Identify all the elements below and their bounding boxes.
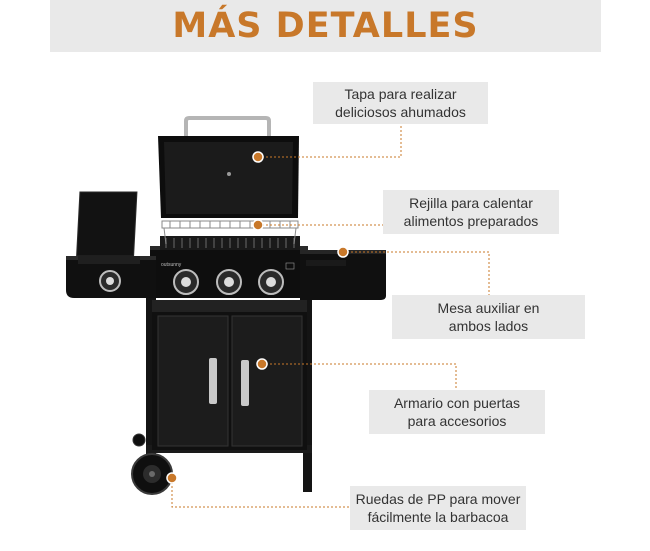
page-title: MÁS DETALLES xyxy=(172,6,479,46)
thermometer-icon xyxy=(227,172,231,176)
title-banner: MÁS DETALLES xyxy=(50,0,601,52)
feature-label-line: ambos lados xyxy=(448,318,529,334)
feature-label-line: Ruedas de PP para mover xyxy=(355,491,521,507)
ce-mark-icon xyxy=(285,262,295,270)
feature-label-side-table: Mesa auxiliar en ambos lados xyxy=(392,295,585,339)
feature-label-line: Tapa para realizar xyxy=(344,86,457,102)
grill-lid xyxy=(158,116,299,218)
cabinet xyxy=(152,300,307,450)
feature-label-line: Rejilla para calentar xyxy=(409,195,533,211)
callout-marker-rack xyxy=(252,219,264,231)
feature-label-wheels: Ruedas de PP para mover fácilmente la ba… xyxy=(350,486,526,530)
side-burner xyxy=(66,191,156,298)
callout-marker-cabinet xyxy=(256,358,268,370)
left-door-handle xyxy=(209,358,217,404)
feature-label-line: alimentos preparados xyxy=(403,213,539,229)
control-panel: outsunny xyxy=(150,246,308,298)
feature-label-cabinet: Armario con puertas para accesorios xyxy=(369,390,545,434)
feature-label-lid: Tapa para realizar deliciosos ahumados xyxy=(313,82,488,124)
feature-label-line: Mesa auxiliar en xyxy=(437,300,540,316)
feature-label-line: Armario con puertas xyxy=(393,395,521,411)
callout-leaders xyxy=(171,126,490,508)
callout-marker-lid xyxy=(252,151,264,163)
brand-badge: outsunny xyxy=(161,262,182,268)
feature-label-warming-rack: Rejilla para calentar alimentos preparad… xyxy=(383,190,559,234)
feature-label-line: deliciosos ahumados xyxy=(335,104,466,120)
cooking-grate xyxy=(160,236,300,250)
right-door-handle xyxy=(241,360,249,406)
feature-label-line: para accesorios xyxy=(407,413,507,429)
callout-marker-side-table xyxy=(337,246,349,258)
feature-label-line: fácilmente la barbacoa xyxy=(367,509,509,525)
side-burner-lid xyxy=(76,191,138,257)
callout-marker-wheels xyxy=(166,472,178,484)
lid-handle xyxy=(184,116,271,136)
